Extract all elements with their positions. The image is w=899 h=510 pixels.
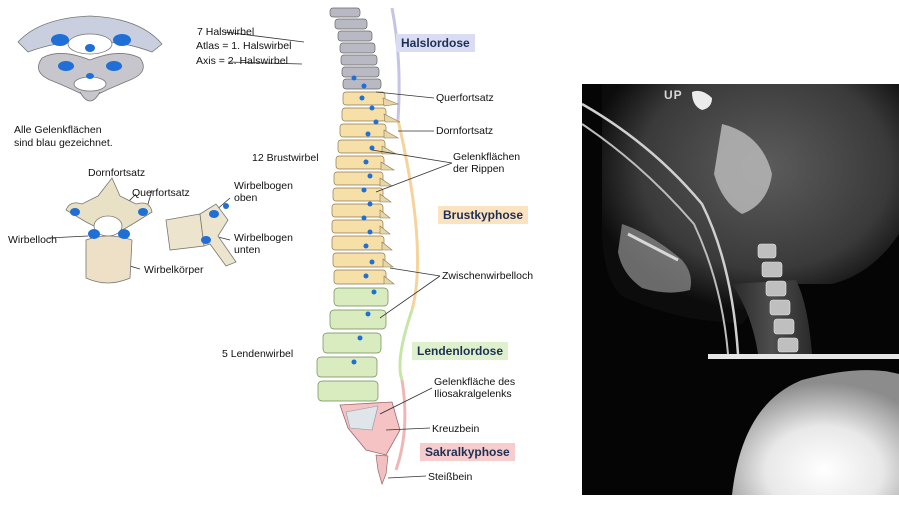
arch-lower-label-line1: Wirbelbogen — [234, 232, 293, 244]
thoracic-curve-line — [398, 120, 418, 310]
lumbar-vertebrae — [317, 288, 388, 401]
vertebra-spinous-label: Dornfortsatz — [88, 167, 145, 179]
region-thoracic-kyphosis: Brustkyphose — [438, 206, 528, 224]
vertebra-foramen-label: Wirbelloch — [8, 234, 57, 246]
spine-spinous-label: Dornfortsatz — [436, 125, 493, 137]
axis-label: Axis = 2. Halswirbel — [196, 55, 288, 67]
blue-note-line2: sind blau gezeichnet. — [14, 137, 113, 149]
xray-image — [582, 84, 899, 495]
region-lumbar-lordosis: Lendenlordose — [412, 342, 508, 360]
arch-upper-label-line1: Wirbelbogen — [234, 180, 293, 192]
coccyx-label: Steißbein — [428, 471, 472, 483]
arch-upper-label-line2: oben — [234, 192, 257, 204]
arch-lower-label-line2: unten — [234, 244, 260, 256]
vertebra-transverse-label: Querfortsatz — [132, 187, 190, 199]
spine-transverse-label: Querfortsatz — [436, 92, 494, 104]
vertebra-body-label: Wirbelkörper — [144, 264, 204, 276]
xray-collar-line — [708, 354, 899, 359]
si-joint-label-line1: Gelenkfläche des — [434, 376, 515, 388]
si-joint-label-line2: Iliosakralgelenks — [434, 388, 512, 400]
coccyx-shape — [376, 455, 388, 484]
region-sacral-kyphosis: Sakralkyphose — [420, 443, 515, 461]
xray-overlay-text: UP — [664, 88, 683, 102]
blue-note-line1: Alle Gelenkflächen — [14, 124, 102, 136]
thoracic-count-label: 12 Brustwirbel — [252, 152, 319, 164]
cervical-vertebra-top-view — [18, 16, 162, 101]
intervertebral-foramen-label: Zwischenwirbelloch — [442, 270, 533, 282]
rib-facets-label-line1: Gelenkflächen — [453, 151, 520, 163]
cervical-count-label: 7 Halswirbel — [197, 26, 254, 38]
lumbar-count-label: 5 Lendenwirbel — [222, 348, 293, 360]
rib-facets-label-line2: der Rippen — [453, 163, 504, 175]
spine-anatomy-diagram: 7 Halswirbel Atlas = 1. Halswirbel Axis … — [0, 0, 560, 510]
sacrum-label: Kreuzbein — [432, 423, 479, 435]
atlas-label: Atlas = 1. Halswirbel — [196, 40, 291, 52]
lateral-neck-xray: UP — [582, 84, 899, 495]
region-cervical-lordosis: Halslordose — [396, 34, 475, 52]
lumbar-curve-line — [400, 310, 412, 380]
thoracic-vertebra-side-view — [166, 203, 236, 266]
